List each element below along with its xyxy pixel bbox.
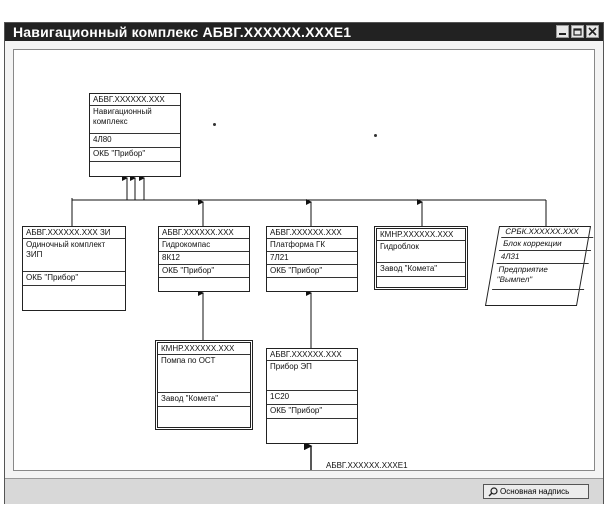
node-empty	[267, 278, 357, 290]
speck	[213, 123, 216, 126]
node-device[interactable]: АБВГ.XXXXXX.XXX Прибор ЭП 1С20 ОКБ "Приб…	[266, 348, 358, 444]
close-icon[interactable]	[586, 25, 599, 38]
speck	[374, 134, 377, 137]
node-name: Платформа ГК	[267, 239, 357, 252]
node-empty	[90, 162, 180, 176]
node-pump[interactable]: КМНР.XXXXXX.XXX Помпа по ОСТ Завод "Коме…	[155, 340, 253, 430]
reference-label: АБВГ.XXXXXX.XXXE1	[326, 461, 408, 470]
node-name: Одиночный комплект ЗИП	[23, 239, 125, 272]
node-designation: 4Л80	[90, 134, 180, 148]
node-code: СРБК.XXXXXX.XXX	[501, 226, 596, 238]
node-empty	[267, 419, 357, 443]
node-maker: ОКБ "Прибор"	[267, 405, 357, 419]
restore-icon[interactable]	[571, 25, 584, 38]
node-name: Прибор ЭП	[267, 361, 357, 391]
main-inscription-button[interactable]: Основная надпись	[483, 484, 589, 499]
node-maker: ОКБ "Прибор"	[23, 272, 125, 286]
node-code: АБВГ.XXXXXX.XXX	[267, 349, 357, 361]
node-designation: 4Л31	[496, 251, 591, 264]
node-name: Помпа по ОСТ	[158, 355, 250, 393]
node-designation: 1С20	[267, 391, 357, 405]
window-title: Навигационный комплекс АБВГ.XXXXXX.XXXE1	[13, 24, 352, 40]
node-maker: ОКБ "Прибор"	[90, 148, 180, 162]
node-name: Гидрокомпас	[159, 239, 249, 252]
node-code: АБВГ.XXXXXX.XXX	[267, 227, 357, 239]
node-code: КМНР.XXXXXX.XXX	[158, 343, 250, 355]
node-empty	[158, 407, 250, 421]
node-platform[interactable]: АБВГ.XXXXXX.XXX Платформа ГК 7Л21 ОКБ "П…	[266, 226, 358, 292]
node-maker: ОКБ "Прибор"	[267, 265, 357, 278]
node-maker: Предприятие "Вымпел"	[492, 264, 589, 290]
node-designation: 8К12	[159, 252, 249, 265]
node-empty	[377, 277, 465, 287]
node-hydroblock[interactable]: КМНР.XXXXXX.XXX Гидроблок Завод "Комета"	[374, 226, 468, 290]
status-bar: Основная надпись	[5, 478, 603, 504]
node-code: АБВГ.XXXXXX.XXX	[90, 94, 180, 106]
magnifier-icon	[488, 487, 498, 499]
node-empty	[159, 278, 249, 290]
node-name: Навигационный комплекс	[90, 106, 180, 134]
node-zip[interactable]: АБВГ.XXXXXX.XXX ЗИ Одиночный комплект ЗИ…	[22, 226, 126, 311]
main-window: Навигационный комплекс АБВГ.XXXXXX.XXXE1	[4, 22, 604, 504]
minimize-icon[interactable]	[556, 25, 569, 38]
node-name: Гидроблок	[377, 241, 465, 263]
title-bar: Навигационный комплекс АБВГ.XXXXXX.XXXE1	[5, 23, 603, 41]
node-maker: Завод "Комета"	[377, 263, 465, 277]
node-designation: 7Л21	[267, 252, 357, 265]
node-code: АБВГ.XXXXXX.XXX ЗИ	[23, 227, 125, 239]
node-root[interactable]: АБВГ.XXXXXX.XXX Навигационный комплекс 4…	[89, 93, 181, 177]
node-code: АБВГ.XXXXXX.XXX	[159, 227, 249, 239]
connector-lines	[71, 175, 547, 470]
node-maker: ОКБ "Прибор"	[159, 265, 249, 278]
node-code: КМНР.XXXXXX.XXX	[377, 229, 465, 241]
node-maker: Завод "Комета"	[158, 393, 250, 407]
diagram-canvas: АБВГ.XXXXXX.XXX Навигационный комплекс 4…	[13, 49, 596, 471]
node-correction[interactable]: СРБК.XXXXXX.XXX Блок коррекции 4Л31 Пред…	[484, 226, 596, 306]
node-gyro[interactable]: АБВГ.XXXXXX.XXX Гидрокомпас 8К12 ОКБ "Пр…	[158, 226, 250, 292]
main-inscription-label: Основная надпись	[500, 487, 570, 496]
node-name: Блок коррекции	[498, 238, 594, 251]
node-empty	[23, 286, 125, 300]
